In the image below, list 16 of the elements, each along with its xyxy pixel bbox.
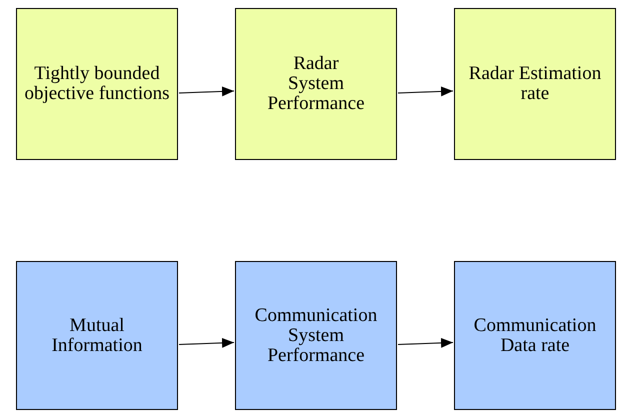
box-label: Tightly bounded objective functions	[23, 64, 171, 104]
process-box	[16, 8, 178, 160]
box-label: Mutual Information	[50, 316, 144, 356]
arrow	[398, 86, 454, 96]
process-box	[454, 8, 616, 160]
process-box	[454, 261, 616, 410]
box-label: Communication Data rate	[472, 316, 598, 356]
arrow	[178, 86, 234, 96]
process-box	[16, 261, 178, 410]
box-label: Radar System Performance	[266, 54, 366, 114]
box-label: Radar Estimation rate	[468, 64, 602, 104]
arrow	[398, 338, 454, 348]
box-label: Communication System Performance	[254, 306, 378, 366]
process-box	[235, 8, 397, 160]
process-box	[235, 261, 397, 410]
arrow	[178, 338, 234, 348]
